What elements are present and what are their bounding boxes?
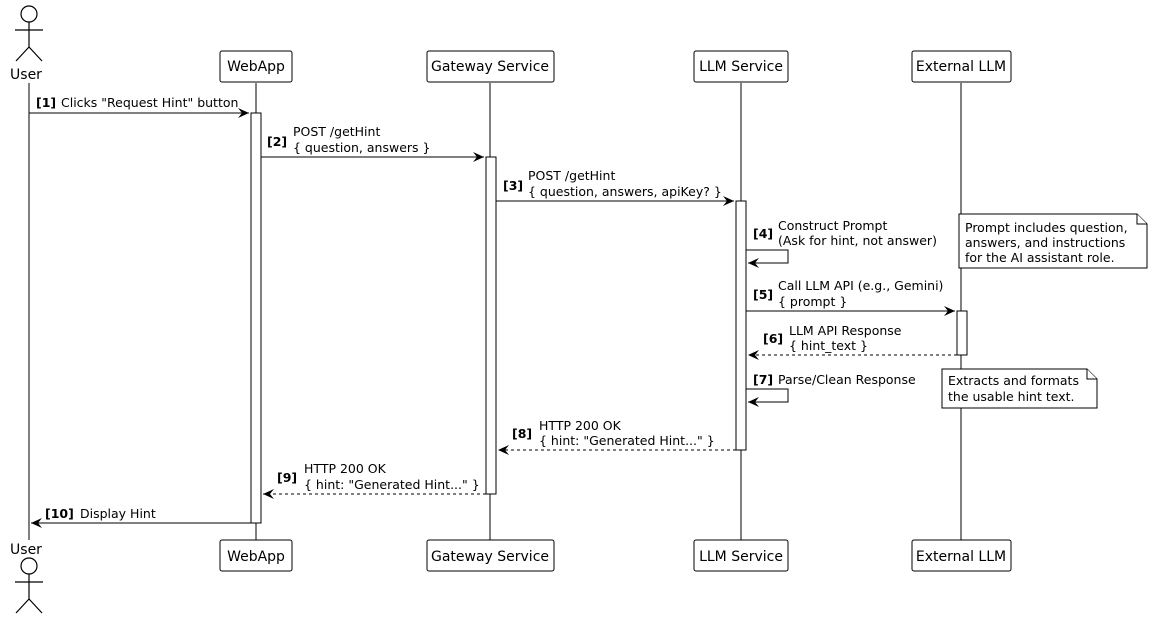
activation-webapp bbox=[250, 112, 262, 524]
participant-box-gateway-top bbox=[426, 50, 555, 83]
message-8-num: [8] bbox=[512, 426, 532, 441]
note-prompt-line1: Prompt includes question, bbox=[965, 220, 1128, 235]
participant-box-webapp-bottom bbox=[219, 539, 293, 572]
message-9-num: [9] bbox=[277, 470, 297, 485]
message-2-line1: POST /getHint bbox=[293, 124, 380, 139]
message-5-line1: Call LLM API (e.g., Gemini) bbox=[778, 278, 943, 293]
message-3-line1: POST /getHint bbox=[528, 168, 615, 183]
participant-box-webapp-top bbox=[219, 50, 293, 83]
activation-llm bbox=[735, 200, 747, 451]
note-parse-line1: Extracts and formats bbox=[948, 373, 1079, 388]
message-arrow-4 bbox=[746, 249, 789, 268]
message-8-line1: HTTP 200 OK bbox=[539, 418, 622, 433]
participant-box-external-top bbox=[911, 50, 1012, 83]
message-10-num: [10] bbox=[45, 506, 74, 521]
message-7-num: [7] bbox=[753, 372, 773, 387]
note-parse-line2: the usable hint text. bbox=[948, 389, 1075, 404]
message-5-num: [5] bbox=[753, 287, 773, 302]
note-prompt bbox=[958, 213, 1148, 269]
participant-external-top: External LLM bbox=[916, 59, 1006, 75]
participant-box-llm-bottom bbox=[693, 539, 789, 572]
participant-webapp-bottom: WebApp bbox=[227, 549, 285, 565]
message-2-num: [2] bbox=[267, 134, 287, 149]
message-7-line1: Parse/Clean Response bbox=[778, 372, 916, 387]
message-4-num: [4] bbox=[753, 226, 773, 241]
message-4-line2: (Ask for hint, not answer) bbox=[778, 233, 937, 248]
message-3-num: [3] bbox=[503, 178, 523, 193]
message-2-line2: { question, answers } bbox=[293, 140, 430, 155]
message-9-line2: { hint: "Generated Hint..." } bbox=[304, 477, 480, 492]
activation-external bbox=[956, 310, 968, 356]
participant-llm-top: LLM Service bbox=[699, 59, 783, 75]
activation-gateway bbox=[485, 156, 497, 495]
message-3-line2: { question, answers, apiKey? } bbox=[528, 184, 722, 199]
participant-box-gateway-bottom bbox=[426, 539, 555, 572]
message-1-num: [1] bbox=[36, 95, 56, 110]
message-6-num: [6] bbox=[763, 331, 783, 346]
participant-llm-bottom: LLM Service bbox=[699, 549, 783, 565]
message-5-line2: { prompt } bbox=[778, 294, 847, 309]
note-parse-fold bbox=[1086, 369, 1097, 380]
message-arrow-7 bbox=[746, 388, 789, 407]
participant-box-external-bottom bbox=[911, 539, 1012, 572]
note-prompt-line3: for the AI assistant role. bbox=[965, 250, 1115, 265]
participant-user-top: User bbox=[10, 67, 42, 83]
note-prompt-fold bbox=[1136, 214, 1147, 225]
participant-gateway-bottom: Gateway Service bbox=[431, 549, 549, 565]
message-6-line2: { hint_text } bbox=[789, 338, 868, 353]
message-1-label: Clicks "Request Hint" button bbox=[61, 95, 238, 110]
participant-gateway-top: Gateway Service bbox=[431, 59, 549, 75]
participant-user-bottom: User bbox=[10, 542, 42, 558]
message-9-line1: HTTP 200 OK bbox=[304, 461, 387, 476]
note-prompt-line2: answers, and instructions bbox=[965, 235, 1125, 250]
message-6-line1: LLM API Response bbox=[789, 323, 902, 338]
participant-external-bottom: External LLM bbox=[916, 549, 1006, 565]
participant-webapp-top: WebApp bbox=[227, 59, 285, 75]
user-actor-icon-bottom bbox=[15, 557, 43, 614]
message-4-line1: Construct Prompt bbox=[778, 218, 887, 233]
message-10-label: Display Hint bbox=[80, 506, 156, 521]
message-8-line2: { hint: "Generated Hint..." } bbox=[539, 433, 715, 448]
user-actor-icon-top bbox=[15, 5, 43, 62]
note-parse bbox=[941, 368, 1098, 409]
participant-box-llm-top bbox=[693, 50, 789, 83]
